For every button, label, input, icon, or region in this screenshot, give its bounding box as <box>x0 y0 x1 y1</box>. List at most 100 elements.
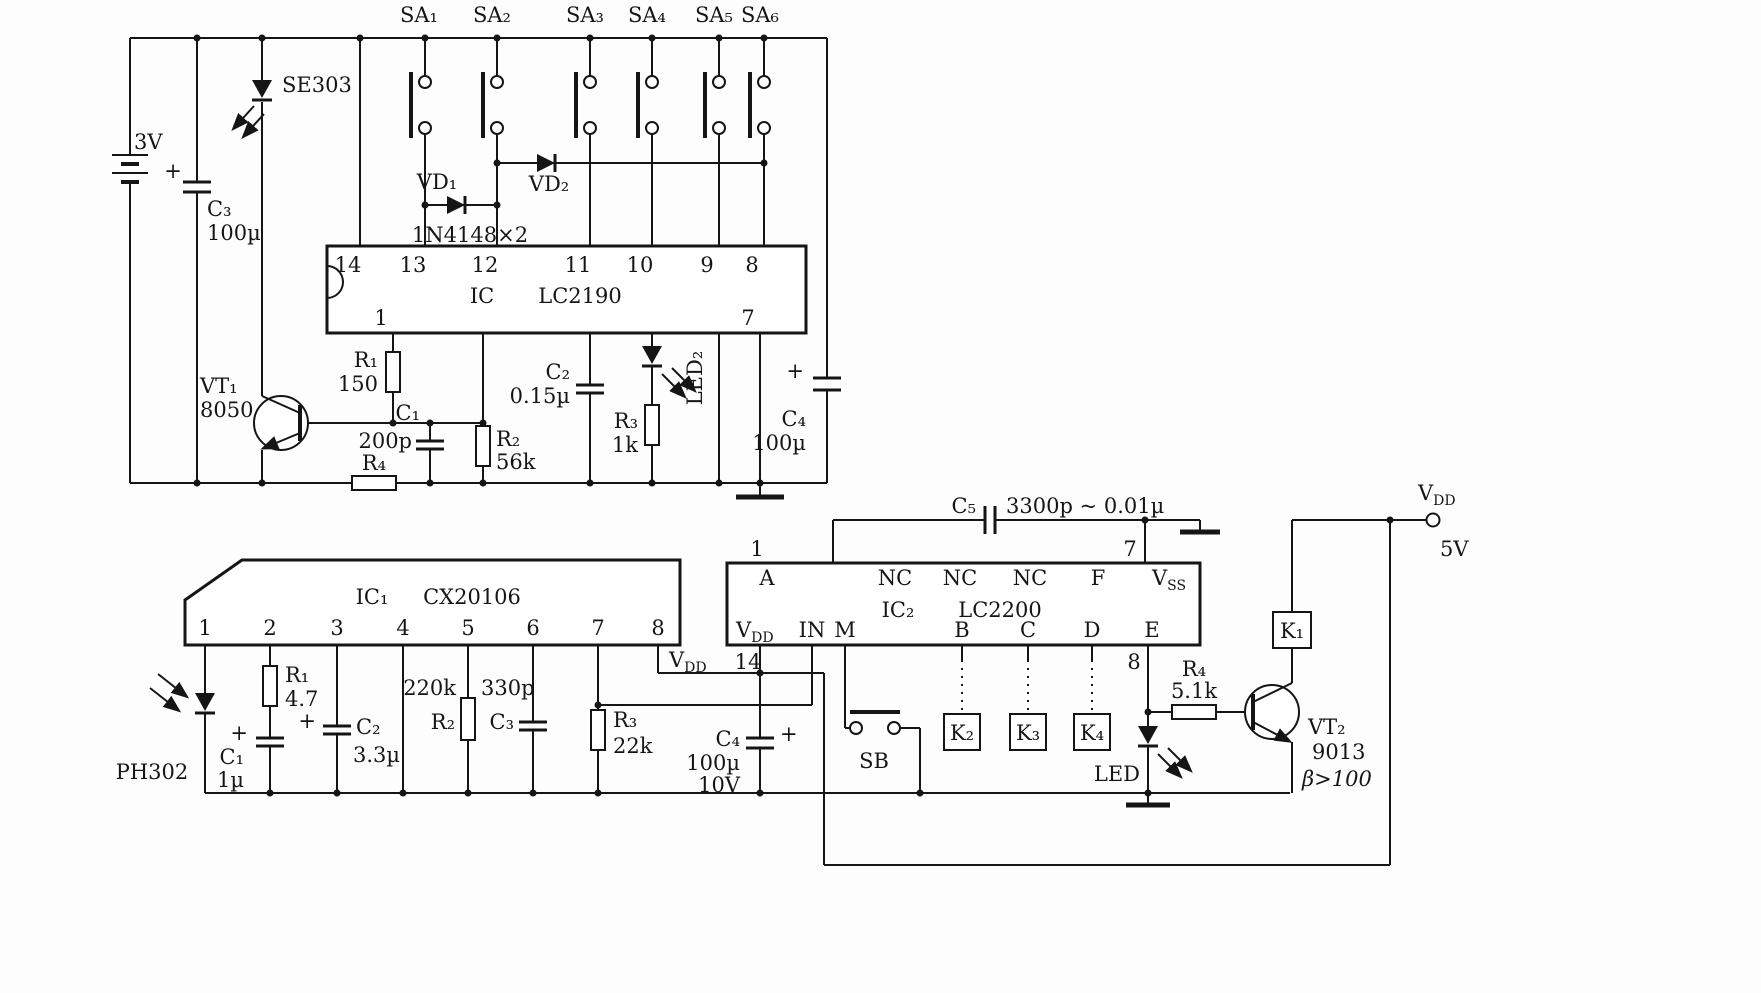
lc2200-pin14-num: 14 <box>735 650 762 674</box>
sa4-label: SA₄ <box>628 3 666 27</box>
lc2200-pin-c: C <box>1020 618 1036 642</box>
lc2200-pin-nc1: NC <box>878 566 912 590</box>
cx20106-pin5: 5 <box>461 616 474 640</box>
k1-label: K₁ <box>1280 619 1304 643</box>
r2b-value-label: 220k <box>403 676 456 700</box>
vdd-terminal <box>1425 512 1441 528</box>
resistor-r3-symbol <box>644 404 660 446</box>
vdd-pin8-label: VDD <box>668 648 707 676</box>
capacitor-c4-symbol <box>813 376 841 392</box>
c3-plus-sign: + <box>164 159 182 183</box>
vss-sub: SS <box>1167 578 1186 594</box>
c4-name-label: C₄ <box>782 407 807 431</box>
r4b-value-label: 5.1k <box>1171 679 1217 703</box>
lc2200-vdd-sub: DD <box>751 630 773 646</box>
ph302-label: PH302 <box>116 760 189 784</box>
resistor-r2-symbol <box>475 425 491 467</box>
ic-lc2190-notch <box>326 265 344 299</box>
r2-name-label: R₂ <box>496 427 520 451</box>
vt2-part-label: 9013 <box>1312 740 1365 764</box>
relay-k4-box <box>1073 713 1111 751</box>
lc2200-pin-e: E <box>1144 618 1159 642</box>
diode-part-label: 1N4148×2 <box>412 223 528 247</box>
lc2200-pin-d: D <box>1084 618 1101 642</box>
lc2200-pin1-num: 1 <box>750 537 763 561</box>
transistor-vt1-symbol <box>253 395 309 451</box>
lc2200-part-label: LC2200 <box>958 598 1041 622</box>
c4b-value-label: 100µ <box>686 751 740 775</box>
c3-name-label: C₃ <box>207 197 232 221</box>
resistor-r1b-symbol <box>262 665 278 707</box>
lc2190-part-label: LC2190 <box>538 284 621 308</box>
switch-sa2-symbol <box>481 72 504 138</box>
relay-dashed-links <box>961 660 1093 714</box>
lc2200-pin8-num: 8 <box>1127 650 1140 674</box>
led-label: LED <box>1094 762 1140 786</box>
c2-name-label: C₂ <box>546 360 571 384</box>
vdd-pin8-sub: DD <box>684 660 706 676</box>
switch-sa1-symbol <box>409 72 432 138</box>
c4b-plus-sign: + <box>780 722 798 746</box>
c1-name-label: C₁ <box>396 401 421 425</box>
lc2200-ic-label: IC₂ <box>882 598 915 622</box>
battery-3v-symbol <box>112 154 148 184</box>
lc2190-pin8: 8 <box>745 253 758 277</box>
lc2200-pin-m: M <box>834 618 856 642</box>
lc2190-pin13: 13 <box>400 253 427 277</box>
diode-vd1-icon <box>447 196 467 214</box>
r2b-name-label: R₂ <box>431 710 455 734</box>
vss-base: V <box>1151 566 1168 590</box>
cx20106-part-label: CX20106 <box>423 585 521 609</box>
r4b-name-label: R₄ <box>1182 657 1206 681</box>
vt1-name-label: VT₁ <box>199 374 238 398</box>
k4-label: K₄ <box>1080 721 1104 745</box>
vd2-label: VD₂ <box>528 172 569 196</box>
switch-sa4-symbol <box>636 72 659 138</box>
sa6-label: SA₆ <box>741 3 779 27</box>
c1b-plus-sign: + <box>230 721 248 745</box>
vt1-part-label: 8050 <box>200 398 253 422</box>
se303-ir-led-icon <box>231 80 272 139</box>
r3b-name-label: R₃ <box>613 708 637 732</box>
ic-cx20106-body <box>183 558 682 647</box>
lc2190-pin7: 7 <box>741 306 754 330</box>
vdd-supply-base: V <box>1417 481 1434 505</box>
r3-value-label: 1k <box>612 433 638 457</box>
sa5-label: SA₅ <box>695 3 733 27</box>
ic-lc2190-body <box>325 244 808 335</box>
cx20106-pin1: 1 <box>198 616 211 640</box>
led2-label: LED₂ <box>683 351 707 406</box>
r3-name-label: R₃ <box>614 409 638 433</box>
switch-sa3-symbol <box>574 72 597 138</box>
lc2190-pin9: 9 <box>700 253 713 277</box>
capacitor-c4b-symbol <box>746 736 774 750</box>
c5-name-label: C₅ <box>952 494 977 518</box>
k2-label: K₂ <box>950 721 974 745</box>
relay-k1-box <box>1272 611 1312 649</box>
sa1-label: SA₁ <box>400 3 438 27</box>
c3b-name-label: C₃ <box>490 710 515 734</box>
cx20106-pin8: 8 <box>651 616 664 640</box>
c1-value-label: 200p <box>358 429 412 453</box>
lc2190-pin11: 11 <box>565 253 592 277</box>
capacitor-c3-symbol <box>183 180 211 194</box>
vt2-name-label: VT₂ <box>1307 715 1346 739</box>
c4-plus-sign: + <box>786 359 804 383</box>
sa2-label: SA₂ <box>473 3 511 27</box>
sb-button-symbol <box>849 710 901 735</box>
lc2190-pin12: 12 <box>472 253 499 277</box>
lc2190-pin1: 1 <box>374 306 387 330</box>
vdd-supply-label: VDD <box>1417 481 1456 509</box>
relay-k3-box <box>1009 713 1047 751</box>
resistor-r3b-symbol <box>590 709 606 751</box>
c3-value-label: 100µ <box>207 221 261 245</box>
capacitor-c2-symbol <box>576 383 604 395</box>
transmitter-circuit: 3V + C₃ 100µ SE303 <box>112 3 841 500</box>
cx20106-ic-label: IC₁ <box>356 585 389 609</box>
r3b-value-label: 22k <box>613 734 653 758</box>
capacitor-c5-symbol <box>983 506 997 534</box>
transmitter-wires <box>129 37 828 496</box>
lc2200-pin-f: F <box>1091 566 1106 590</box>
cx20106-pin3: 3 <box>330 616 343 640</box>
resistor-r1-symbol <box>385 351 401 393</box>
